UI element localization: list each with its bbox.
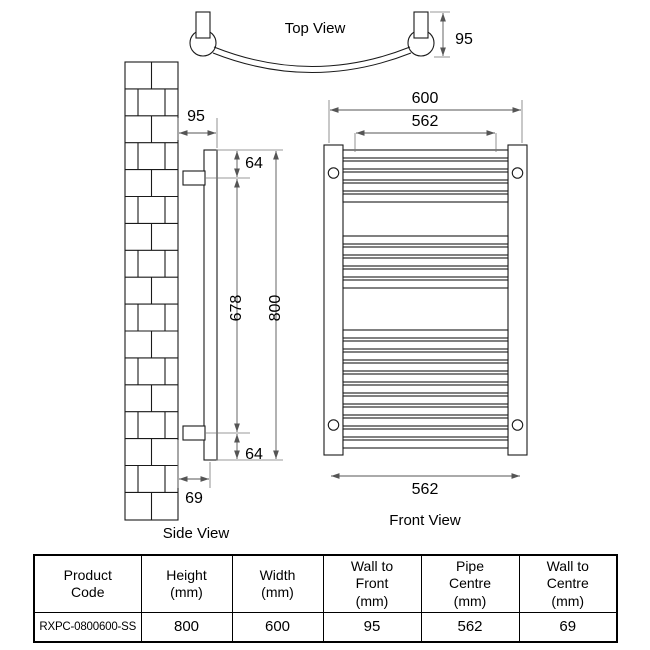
header-width: Width (mm) bbox=[231, 554, 324, 613]
side-view-wall bbox=[124, 61, 179, 521]
front-dim-562-top-label: 562 bbox=[412, 113, 439, 130]
front-view-left-hole-bottom bbox=[327, 419, 340, 431]
side-dim-800-label: 800 bbox=[267, 295, 284, 322]
header-pipe-centre-line2: Centre bbox=[448, 575, 492, 592]
front-dim-562-bottom-label: 562 bbox=[412, 481, 439, 498]
cell-wall-to-centre: 69 bbox=[518, 612, 618, 643]
header-height-line2: (mm) bbox=[170, 584, 203, 600]
header-pipe-centre-line3: (mm) bbox=[453, 592, 487, 609]
spec-table: Product Code Height (mm) Width (mm) Wall… bbox=[33, 554, 618, 643]
header-pipe-centre: Pipe Centre (mm) bbox=[420, 554, 520, 613]
header-wall-to-centre-line2: Centre bbox=[546, 575, 589, 592]
front-dim-600-label: 600 bbox=[412, 90, 439, 107]
top-view: 95 Top View bbox=[189, 11, 473, 73]
front-view-bars bbox=[342, 149, 509, 449]
side-view-top-bracket bbox=[182, 170, 206, 186]
cell-pipe-centre: 562 bbox=[420, 612, 520, 643]
side-dim-64-bottom-label: 64 bbox=[245, 446, 263, 463]
header-product-code: Product Code bbox=[33, 554, 142, 613]
front-view-right-rail bbox=[507, 144, 528, 456]
top-view-right-bracket bbox=[413, 11, 429, 39]
header-wall-to-front: Wall to Front (mm) bbox=[322, 554, 422, 613]
front-view-label: Front View bbox=[389, 512, 461, 529]
front-view-left-hole-top bbox=[327, 167, 340, 179]
side-view-bottom-bracket bbox=[182, 425, 206, 441]
header-width-line1: Width bbox=[259, 566, 296, 583]
header-product-code-line2: Code bbox=[71, 584, 105, 600]
front-view: 600 562 562 Front View bbox=[323, 90, 528, 529]
side-dim-95-label: 95 bbox=[187, 108, 205, 125]
header-wall-to-front-line3: (mm) bbox=[355, 592, 389, 609]
front-view-left-rail bbox=[323, 144, 344, 456]
side-view-label: Side View bbox=[163, 525, 230, 542]
table-row: RXPC-0800600-SS 800 600 95 562 69 bbox=[33, 612, 618, 643]
header-wall-to-centre-line1: Wall to bbox=[546, 557, 589, 574]
cell-product-code: RXPC-0800600-SS bbox=[33, 612, 142, 643]
side-dim-69-label: 69 bbox=[185, 490, 203, 507]
side-dim-64-top-label: 64 bbox=[245, 155, 263, 172]
cell-wall-to-front: 95 bbox=[322, 612, 422, 643]
header-wall-to-centre-line3: (mm) bbox=[551, 592, 585, 609]
top-view-rail-outer bbox=[213, 46, 411, 67]
header-wall-to-front-line2: Front bbox=[355, 575, 389, 592]
top-view-left-bracket bbox=[195, 11, 211, 39]
front-view-right-hole-top bbox=[511, 167, 524, 179]
header-wall-to-front-line1: Wall to bbox=[350, 557, 394, 574]
table-header-row: Product Code Height (mm) Width (mm) Wall… bbox=[33, 554, 618, 613]
side-view-panel bbox=[203, 149, 218, 461]
side-dim-678-label: 678 bbox=[228, 295, 245, 322]
top-view-label: Top View bbox=[285, 20, 346, 37]
top-view-rail-inner bbox=[212, 52, 412, 73]
spec-table-container: Product Code Height (mm) Width (mm) Wall… bbox=[33, 554, 618, 643]
top-view-dim-95-label: 95 bbox=[455, 31, 473, 48]
header-height: Height (mm) bbox=[140, 554, 233, 613]
side-view-radiator bbox=[182, 149, 218, 461]
header-height-line1: Height bbox=[166, 566, 207, 583]
header-product-code-line1: Product bbox=[63, 566, 112, 583]
front-view-right-hole-bottom bbox=[511, 419, 524, 431]
header-pipe-centre-line1: Pipe bbox=[455, 557, 485, 574]
side-view-dimensions: 95 64 678 64 800 69 Side View bbox=[163, 108, 284, 542]
header-wall-to-centre: Wall to Centre (mm) bbox=[518, 554, 618, 613]
cell-height: 800 bbox=[140, 612, 233, 643]
header-width-line2: (mm) bbox=[261, 584, 294, 600]
cell-width: 600 bbox=[231, 612, 324, 643]
